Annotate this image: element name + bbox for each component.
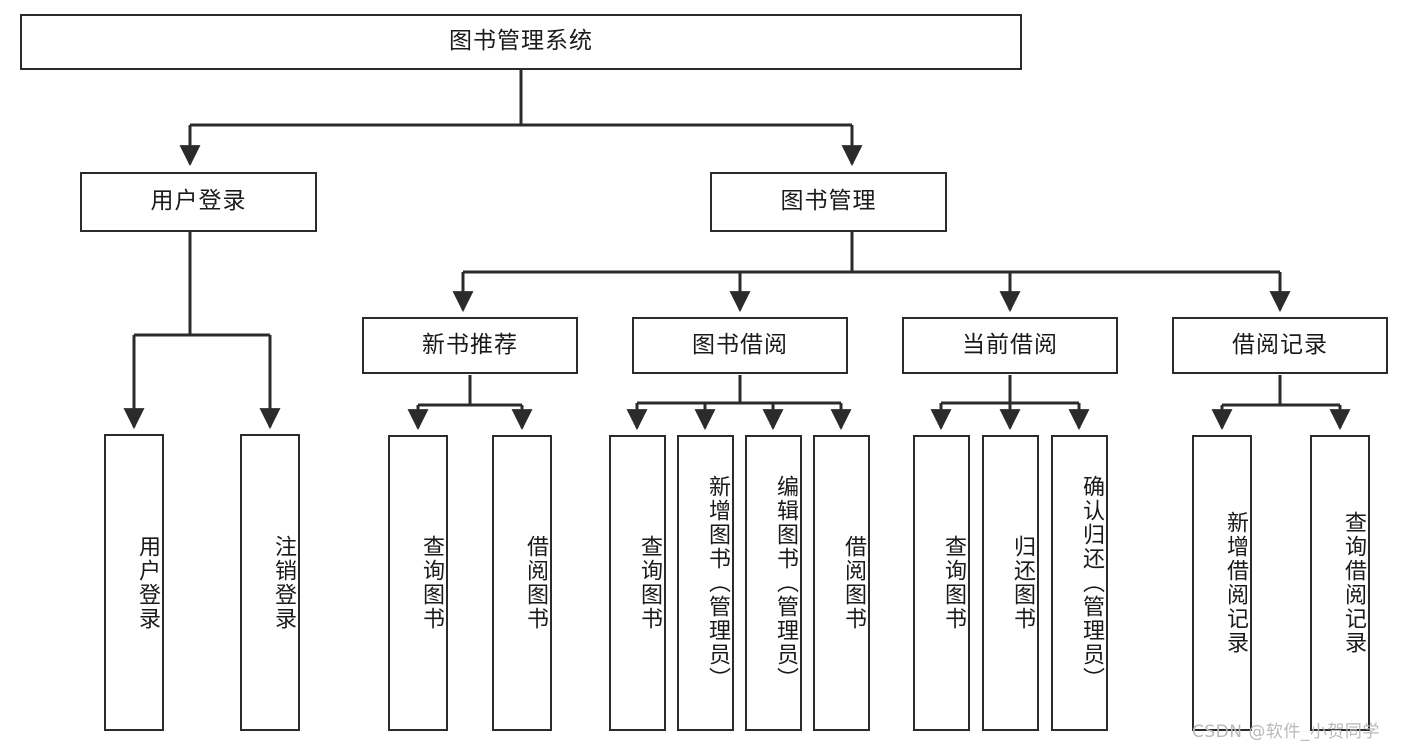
node-label: 借阅图书 [523, 535, 548, 631]
node-label: 新书推荐 [422, 331, 518, 358]
node-label: 借阅图书 [841, 535, 866, 631]
node-leaf-query-book-current[interactable]: 查询图书 [913, 435, 970, 731]
node-label: 注销登录 [271, 534, 296, 631]
node-borrow-record[interactable]: 借阅记录 [1172, 317, 1388, 374]
node-book-borrow[interactable]: 图书借阅 [632, 317, 848, 374]
node-leaf-add-book-admin[interactable]: 新增图书（管理员） [677, 435, 734, 731]
node-label: 用户登录 [150, 188, 247, 215]
node-leaf-confirm-return-admin[interactable]: 确认归还（管理员） [1051, 435, 1108, 731]
csdn-watermark: CSDN @软件_小贺同学 [1192, 722, 1380, 742]
node-label: 确认归还（管理员） [1079, 475, 1104, 691]
node-leaf-query-borrow-record[interactable]: 查询借阅记录 [1310, 435, 1370, 731]
node-label: 图书管理系统 [449, 28, 593, 55]
node-label: 新增图书（管理员） [705, 475, 730, 691]
node-leaf-return-book[interactable]: 归还图书 [982, 435, 1039, 731]
node-label: 归还图书 [1010, 535, 1035, 631]
node-label: 查询图书 [637, 535, 662, 631]
node-book-management[interactable]: 图书管理 [710, 172, 947, 232]
node-new-book-recommend[interactable]: 新书推荐 [362, 317, 578, 374]
node-leaf-query-book-borrow[interactable]: 查询图书 [609, 435, 666, 731]
node-leaf-add-borrow-record[interactable]: 新增借阅记录 [1192, 435, 1252, 731]
node-current-borrow[interactable]: 当前借阅 [902, 317, 1118, 374]
node-leaf-user-login[interactable]: 用户登录 [104, 434, 164, 731]
node-leaf-logout[interactable]: 注销登录 [240, 434, 300, 731]
node-user-login[interactable]: 用户登录 [80, 172, 317, 232]
node-root-book-management-system[interactable]: 图书管理系统 [20, 14, 1022, 70]
node-label: 查询图书 [419, 535, 444, 631]
node-label: 新增借阅记录 [1223, 511, 1248, 655]
node-label: 用户登录 [135, 534, 160, 631]
node-label: 图书借阅 [692, 331, 788, 358]
node-label: 查询图书 [941, 535, 966, 631]
node-label: 借阅记录 [1232, 331, 1328, 358]
node-leaf-query-book-recommend[interactable]: 查询图书 [388, 435, 448, 731]
node-leaf-borrow-book[interactable]: 借阅图书 [813, 435, 870, 731]
node-label: 当前借阅 [962, 331, 1058, 358]
node-label: 编辑图书（管理员） [773, 475, 798, 691]
node-leaf-edit-book-admin[interactable]: 编辑图书（管理员） [745, 435, 802, 731]
node-leaf-borrow-book-recommend[interactable]: 借阅图书 [492, 435, 552, 731]
node-label: 图书管理 [780, 188, 877, 215]
node-label: 查询借阅记录 [1341, 511, 1366, 655]
